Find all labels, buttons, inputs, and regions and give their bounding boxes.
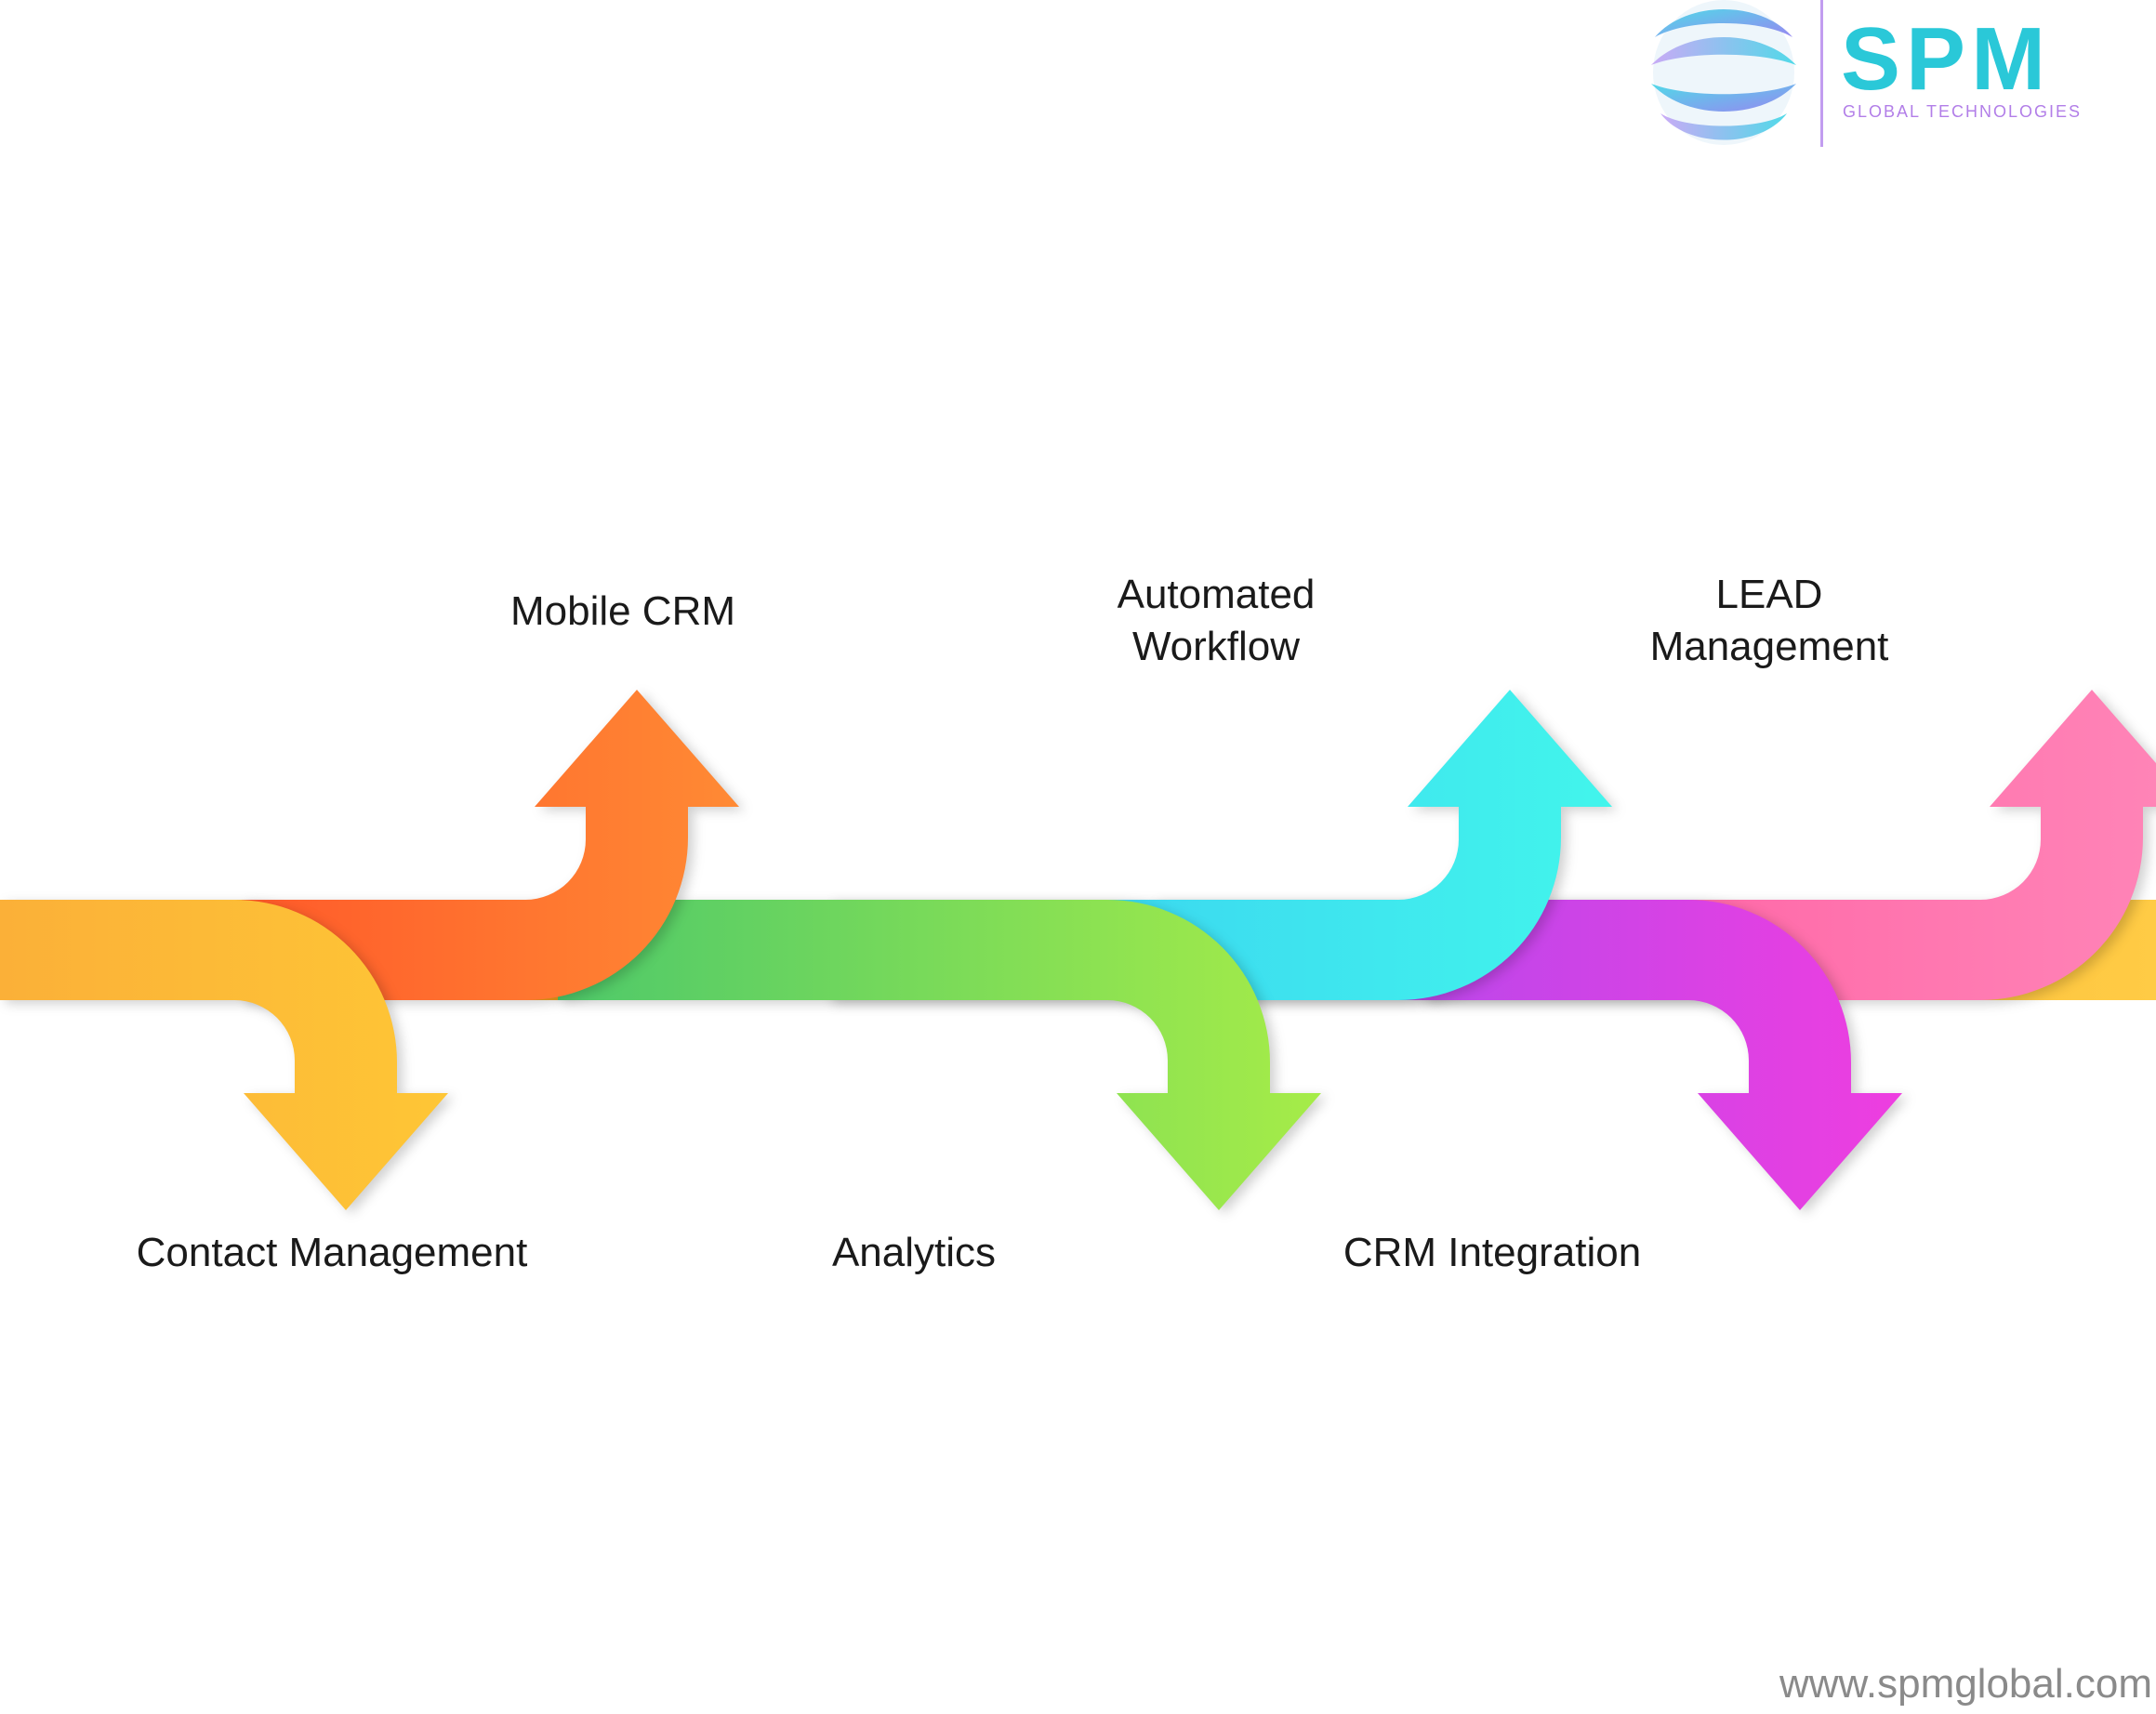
label-contact-management: Contact Management bbox=[136, 1230, 528, 1275]
label-mobile-crm: Mobile CRM bbox=[509, 588, 736, 634]
label-crm-integration: CRM Integration bbox=[1343, 1230, 1642, 1275]
label-analytics: Analytics bbox=[831, 1230, 997, 1275]
arrow-mobile-crm bbox=[242, 690, 739, 1000]
logo-tagline: GLOBAL TECHNOLOGIES bbox=[1843, 102, 2083, 121]
website-url: www.spmglobal.com bbox=[1779, 1661, 2152, 1707]
logo-name: SPM bbox=[1841, 9, 2052, 109]
arrow-contact-management bbox=[0, 900, 448, 1210]
label-automated-workflow: Automated Workflow bbox=[1117, 572, 1316, 669]
label-lead-management: LEAD Management bbox=[1649, 572, 1889, 669]
spm-logo: SPM GLOBAL TECHNOLOGIES bbox=[1646, 0, 2129, 153]
arrow-analytics bbox=[558, 900, 1321, 1210]
globe-icon bbox=[1651, 0, 1796, 145]
logo-divider bbox=[1820, 0, 1823, 147]
